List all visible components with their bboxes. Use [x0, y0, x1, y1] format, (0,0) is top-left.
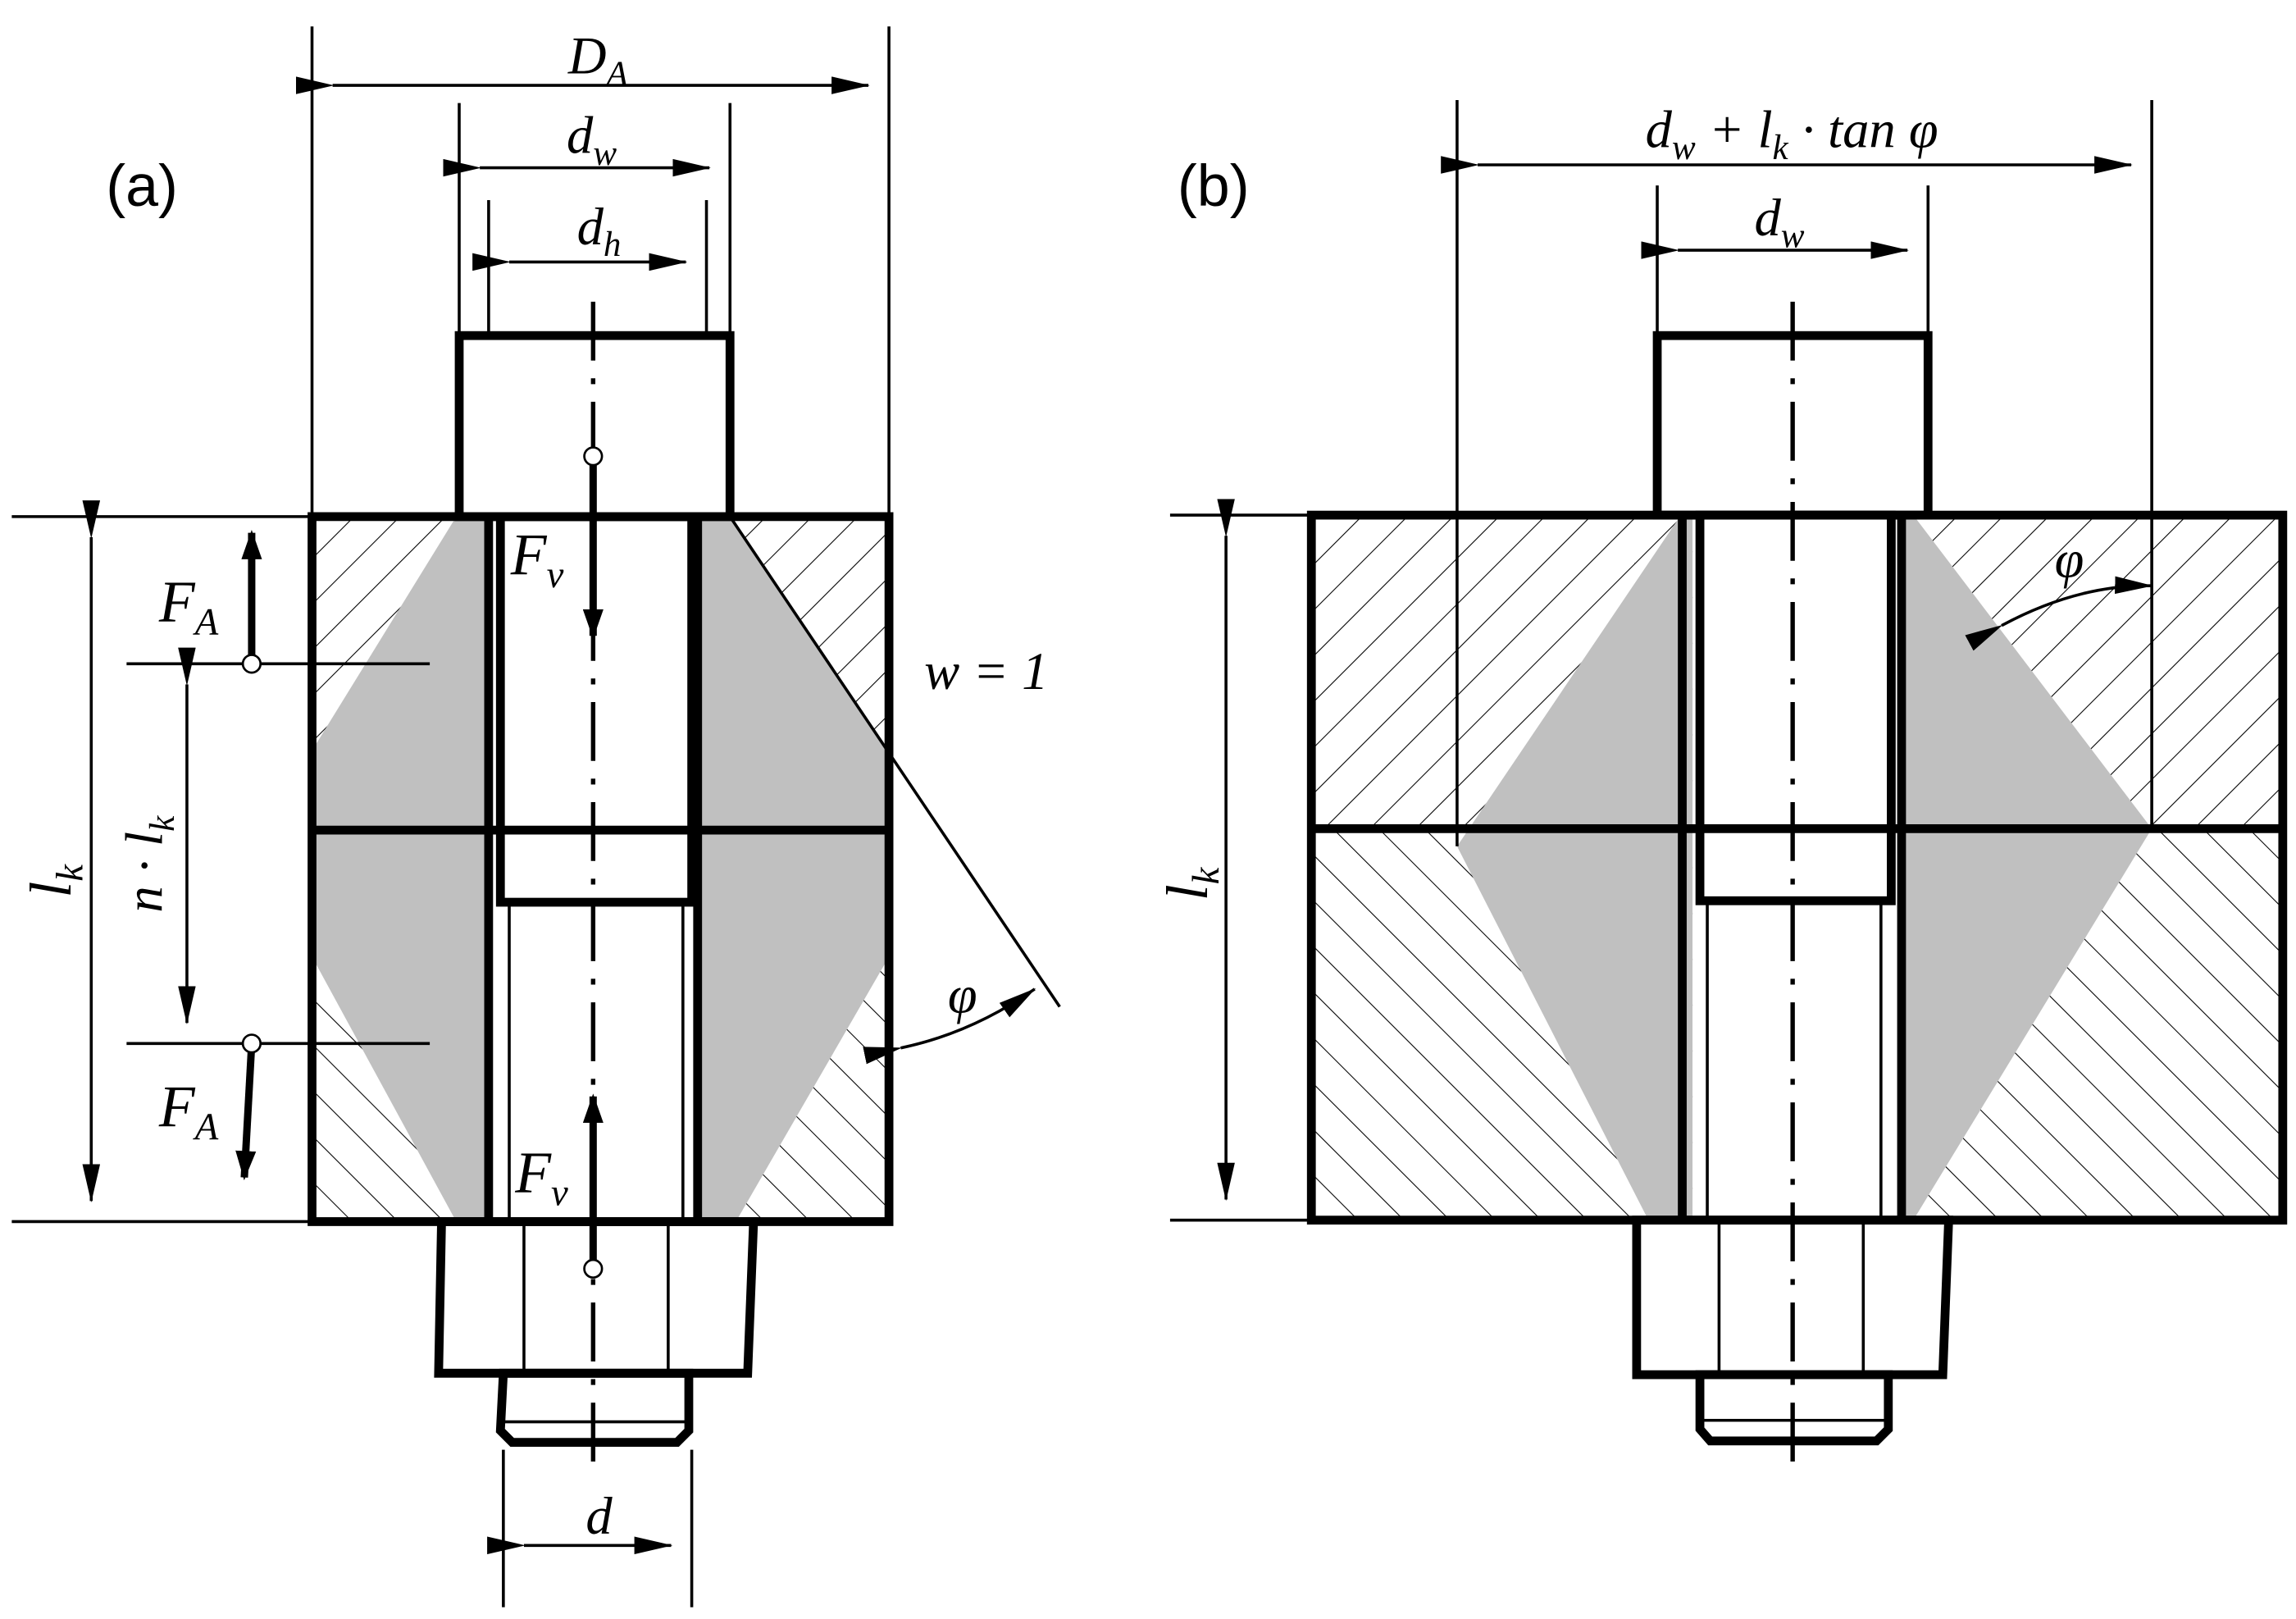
force-Fv-upper-point	[583, 446, 604, 467]
b-left-pressure-cone	[1456, 515, 1693, 1220]
panel-a-label: (a)	[106, 153, 178, 219]
force-FA-upper-label: FA	[158, 568, 219, 643]
b-angle-arc	[1965, 576, 2153, 651]
angle-arc-a	[863, 987, 1036, 1065]
force-Fv-lower-label: Fv	[514, 1140, 568, 1215]
b-nut	[1632, 1215, 1954, 1380]
b-bore	[1692, 515, 1899, 1220]
panel-b: (b) dw + lk · t	[1155, 99, 2288, 1480]
dim-nlk-label: n · lk	[114, 815, 181, 913]
w-label: w = 1	[924, 641, 1048, 700]
nut	[434, 1217, 758, 1378]
right-pressure-cone	[697, 516, 890, 1222]
force-FA-lower-point	[241, 1033, 262, 1054]
bolt-end	[495, 1368, 694, 1448]
dim-lk-label: lk	[18, 864, 91, 898]
dim-dh-label: dh	[577, 197, 622, 264]
dim-dw-label: dw	[567, 106, 617, 173]
force-FA-upper-point	[241, 654, 262, 674]
b-dim-dw-label: dw	[1754, 188, 1804, 255]
force-Fv-upper-label: Fv	[510, 522, 564, 596]
panel-b-label: (b)	[1178, 153, 1250, 219]
dim-DA-label: DA	[567, 26, 629, 93]
cone-slope-line	[728, 515, 1061, 1008]
left-pressure-cone	[312, 516, 489, 1222]
force-FA-lower-label: FA	[158, 1074, 219, 1148]
b-angle-phi: φ	[2055, 529, 2084, 588]
force-Fv-lower-point	[583, 1258, 604, 1279]
dim-d-label: d	[585, 1486, 613, 1545]
b-dim-lk-label: lk	[1155, 866, 1228, 901]
angle-phi-a: φ	[948, 965, 977, 1024]
b-dim-top-label: dw + lk · tan φ	[1646, 99, 1938, 166]
b-right-pressure-cone	[1898, 515, 2152, 1220]
panel-a: (a) D	[11, 26, 1061, 1608]
b-bolt-end	[1695, 1370, 1893, 1446]
force-FA-lower-arrow	[235, 1043, 257, 1181]
